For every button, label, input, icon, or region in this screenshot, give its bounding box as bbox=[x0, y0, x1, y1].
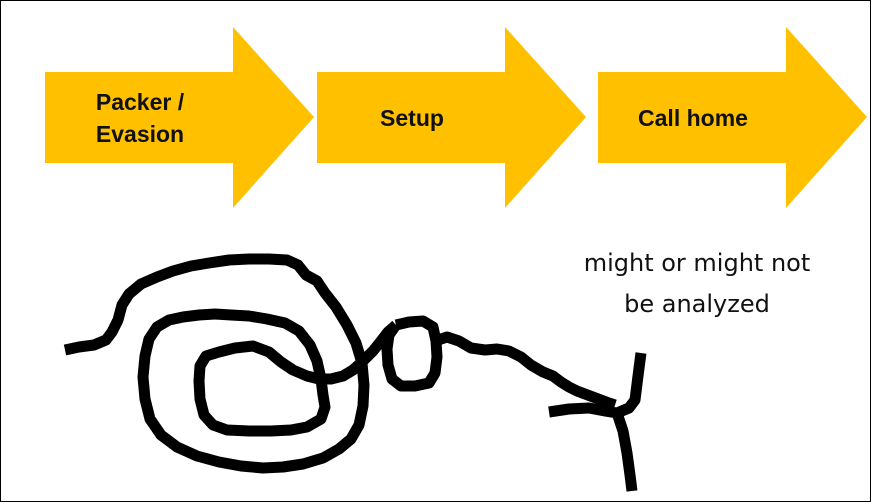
scribble-small-loop bbox=[387, 321, 437, 386]
scribble-down-stroke bbox=[617, 413, 632, 491]
scribble-tail bbox=[435, 337, 615, 405]
scribble-outer-loop bbox=[65, 259, 396, 468]
